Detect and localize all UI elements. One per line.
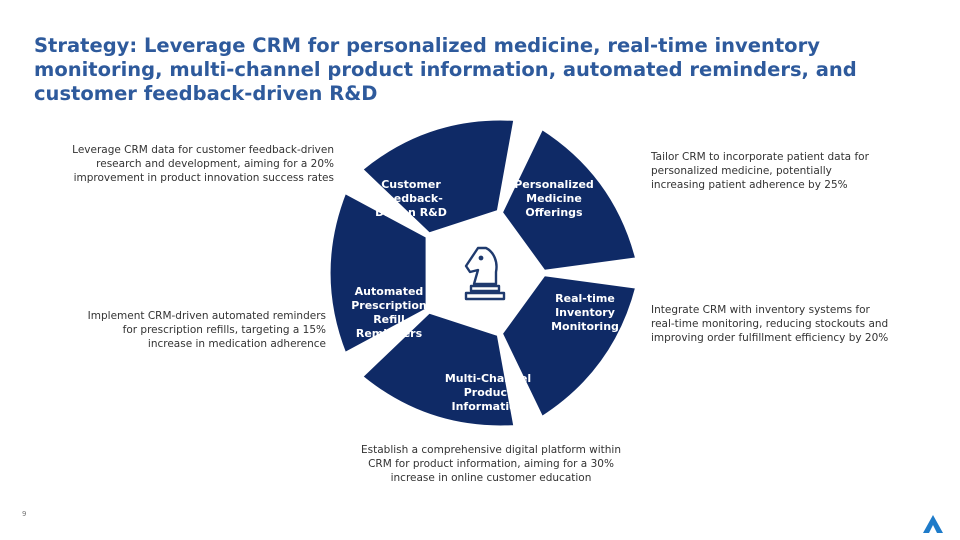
petal-label-customer-feedback: Customer Feedback-Driven R&D (375, 178, 447, 219)
page-number: 9 (22, 510, 27, 518)
petal-label-multi-channel: Multi-Channel Product Information (444, 372, 532, 413)
description-customer-feedback: Leverage CRM data for customer feedback-… (72, 144, 334, 184)
description-multi-channel: Establish a comprehensive digital platfo… (361, 444, 621, 484)
petal-inventory (498, 272, 640, 421)
chess-knight-icon (464, 246, 506, 301)
description-real-time-inventory: Integrate CRM with inventory systems for… (651, 304, 889, 344)
description-automated-reminders: Implement CRM-driven automated reminders… (87, 310, 326, 350)
petal-label-personalized-medicine: Personalized Medicine Offerings (514, 178, 594, 219)
description-personalized-medicine: Tailor CRM to incorporate patient data f… (651, 151, 869, 191)
petal-multichannel (358, 309, 518, 430)
petal-label-real-time-inventory: Real-time Inventory Monitoring (551, 292, 619, 333)
petal-reminders (326, 189, 430, 357)
page-title: Strategy: Leverage CRM for personalized … (34, 34, 857, 105)
petal-feedback (358, 116, 518, 237)
petal-personalized (498, 125, 640, 274)
company-logo-icon (923, 515, 943, 533)
petal-label-automated-reminders: Automated Prescription Refill Reminders (351, 285, 427, 340)
